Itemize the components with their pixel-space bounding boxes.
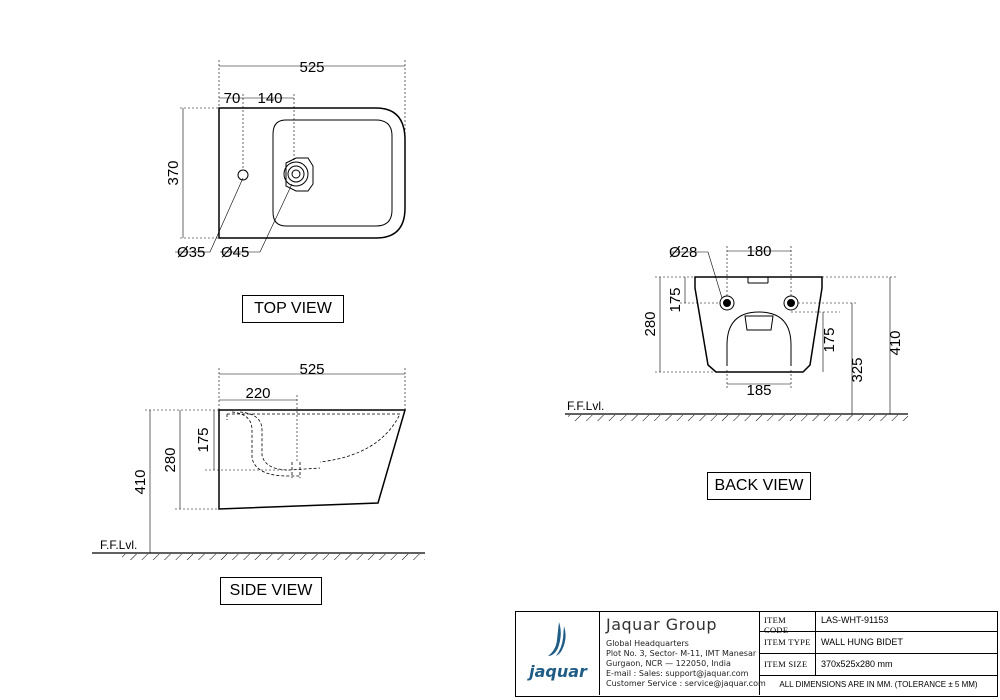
top-hole-large-dim: Ø45 (221, 244, 249, 261)
top-view-title: TOP VIEW (242, 295, 344, 323)
item-size-key: ITEM SIZE (760, 654, 816, 676)
back-view-body (694, 276, 823, 373)
top-width-dim: 370 (165, 160, 182, 185)
company-name: Jaquar Group (606, 615, 717, 634)
dimensions-footnote: ALL DIMENSIONS ARE IN MM. (TOLERANCE ± 5… (779, 680, 978, 689)
logo-wordmark: jaquar (529, 662, 587, 681)
top-view-body (218, 107, 406, 239)
top-length-dim: 525 (299, 59, 324, 76)
top-view-bowl (272, 119, 393, 227)
tap-hole (237, 169, 249, 181)
back-outlet-arch (726, 311, 792, 366)
top-spacing-dim: 140 (257, 90, 282, 107)
item-code-key: ITEM CODE (760, 612, 816, 635)
side-length-dim: 525 (299, 361, 324, 378)
back-hole-dia-dim: Ø28 (669, 244, 697, 261)
back-body-height-dim: 280 (642, 311, 659, 336)
side-depth-dim: 220 (245, 385, 270, 402)
title-block: jaquar Jaquar Group Global Headquarters … (515, 611, 998, 697)
address-line: Global Headquarters (606, 639, 689, 648)
side-floor-label: F.F.Lvl. (100, 538, 137, 552)
item-size-value: 370x525x280 mm (816, 654, 997, 676)
side-view-body (218, 409, 406, 510)
logo-cell: jaquar (516, 612, 600, 695)
side-view-drawing (92, 368, 425, 560)
back-hole-height-dim: 175 (667, 287, 684, 312)
address-line: Gurgaon, NCR — 122050, India (606, 659, 731, 668)
outlet-ring (283, 161, 309, 187)
back-hole-spacing-dim: 180 (746, 243, 771, 260)
back-floor-label: F.F.Lvl. (567, 399, 604, 413)
top-view-drawing (175, 60, 406, 253)
item-code-value: LAS-WHT-91153 (816, 612, 997, 632)
side-view-title: SIDE VIEW (220, 577, 322, 605)
top-hole-small-dim: Ø35 (177, 244, 205, 261)
back-outlet-floor-dim: 325 (849, 357, 866, 382)
item-type-value: WALL HUNG BIDET (816, 632, 997, 654)
back-view-drawing (565, 246, 908, 421)
top-offset-dim: 70 (224, 90, 241, 107)
address-line: Customer Service : service@jaquar.com (606, 679, 766, 688)
address-line: Plot No. 3, Sector- M-11, IMT Manesar (606, 649, 757, 658)
side-floor-height-dim: 410 (132, 469, 149, 494)
address-line: E-mail : Sales: support@jaquar.com (606, 669, 749, 678)
back-view-title: BACK VIEW (707, 472, 811, 500)
back-outlet-height-dim: 175 (821, 327, 838, 352)
company-cell: Jaquar Group Global Headquarters Plot No… (600, 612, 766, 695)
side-outlet-height-dim: 175 (195, 427, 212, 452)
jaquar-logo-icon (548, 622, 566, 656)
back-outlet-width-dim: 185 (746, 382, 771, 399)
item-type-key: ITEM TYPE (760, 632, 816, 654)
back-top-floor-dim: 410 (887, 330, 904, 355)
side-body-height-dim: 280 (162, 447, 179, 472)
outlet-flange (285, 157, 314, 192)
